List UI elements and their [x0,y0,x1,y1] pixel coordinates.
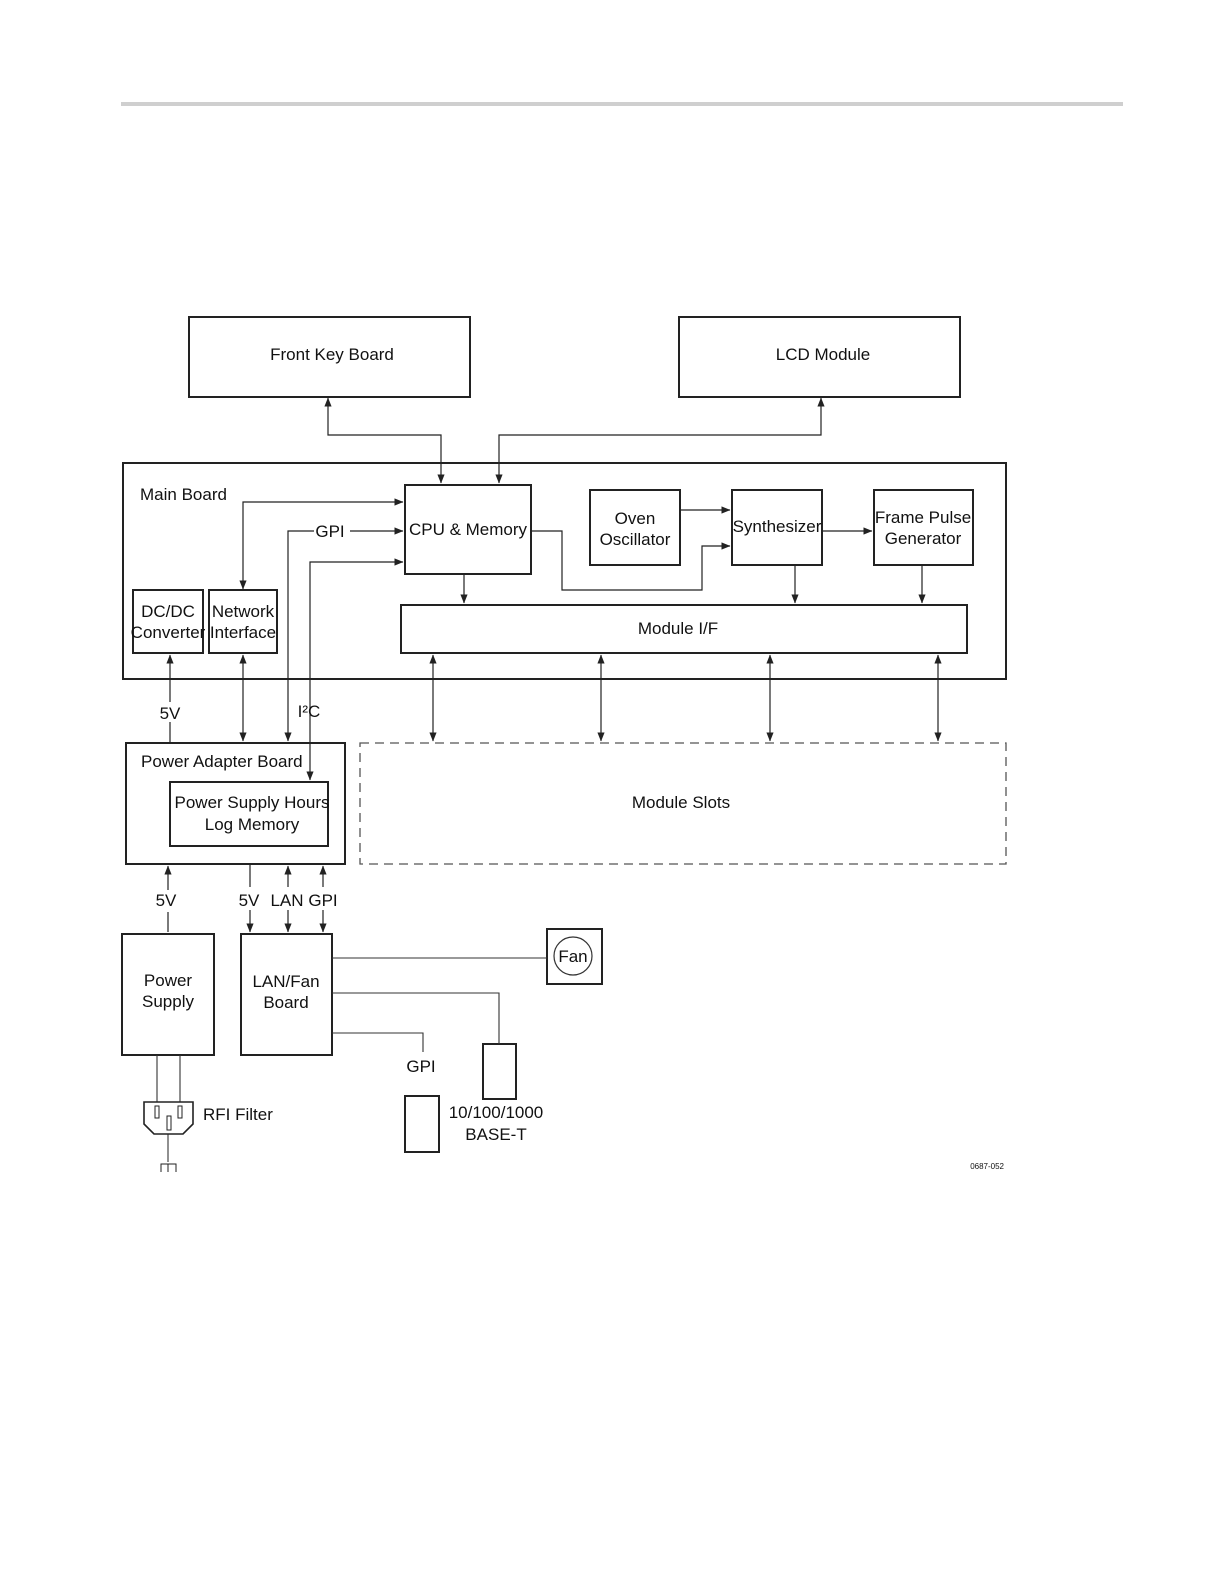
network-interface-label-1: Network [212,602,275,621]
v5-psu-label: 5V [156,891,177,910]
power-supply-label-2: Supply [142,992,194,1011]
lan-label: LAN [270,891,303,910]
fan-icon [553,936,593,976]
module-slots-label: Module Slots [632,793,730,812]
network-interface-label-2: Interface [210,623,276,642]
module-if-block: Module I/F [400,604,968,654]
front-key-board-label: Front Key Board [270,345,394,364]
lan-fan-label-2: Board [263,993,308,1012]
module-if-label: Module I/F [638,619,718,638]
frame-pulse-label-1: Frame Pulse [875,508,971,527]
lan-fan-board-block: LAN/Fan Board [240,933,333,1056]
gpi-main-label: GPI [315,522,344,541]
fan-label: Fan [558,947,587,966]
connections [164,397,942,933]
gpi-connector [404,1095,440,1153]
network-cpu-link [239,498,404,590]
front-key-cpu-link [324,397,445,484]
front-key-board-block: Front Key Board [188,316,471,398]
i2c-label: I²C [298,702,321,721]
synthesizer-label: Synthesizer [733,517,822,536]
oven-oscillator-label-1: Oven [615,509,656,528]
dc-dc-converter-block: DC/DC Converter [131,589,206,654]
network-interface-block: Network Interface [208,589,278,654]
gpi-adapter-link [284,530,314,742]
gpi-connector-label: GPI [406,1057,435,1076]
log-memory-block: Power Supply Hours Log Memory [169,781,330,847]
power-supply-block: Power Supply [121,933,215,1056]
lcd-module-block: LCD Module [678,316,961,398]
v5-lan-label: 5V [239,891,260,910]
power-supply-label-1: Power [144,971,193,990]
lcd-module-label: LCD Module [776,345,871,364]
rfi-filter-label: RFI Filter [203,1105,273,1124]
module-slots-block: Module Slots [359,742,1007,865]
cpu-synth-link [531,530,731,591]
base-t-label-2: BASE-T [465,1125,526,1144]
dc-dc-label-2: Converter [131,623,206,642]
log-memory-label-2: Log Memory [205,815,300,834]
base-t-label-1: 10/100/1000 [449,1103,544,1122]
cpu-memory-block: CPU & Memory [404,484,532,575]
header-rule [121,102,1123,106]
log-memory-label-1: Power Supply Hours [175,793,330,812]
oven-oscillator-block: Oven Oscillator [589,489,681,566]
lan-fan-wiring [156,957,547,1102]
ethernet-wire [332,992,500,1044]
frame-pulse-label-2: Generator [885,529,962,548]
dc-dc-label-1: DC/DC [141,602,195,621]
lcd-cpu-link [495,397,825,484]
cpu-memory-label: CPU & Memory [409,520,528,539]
gpi-wire [332,1032,424,1052]
fan-block: Fan [546,928,603,985]
rfi-filter: RFI Filter [143,1101,273,1172]
frame-pulse-generator-block: Frame Pulse Generator [873,489,974,566]
figure-id: 0687-052 [970,1162,1004,1171]
main-board-label: Main Board [140,485,227,504]
ground-icon [160,1163,177,1172]
power-adapter-board-block: Power Adapter Board [125,742,346,865]
i2c-link [306,558,404,781]
ac-inlet-icon [143,1101,194,1135]
v5-dcdc-label: 5V [160,704,181,723]
lan-fan-label-1: LAN/Fan [252,972,319,991]
gpi-adapter-label: GPI [308,891,337,910]
power-adapter-board-label: Power Adapter Board [141,752,303,771]
oven-oscillator-label-2: Oscillator [600,530,671,549]
synthesizer-block: Synthesizer [731,489,823,566]
ethernet-connector [482,1043,517,1100]
